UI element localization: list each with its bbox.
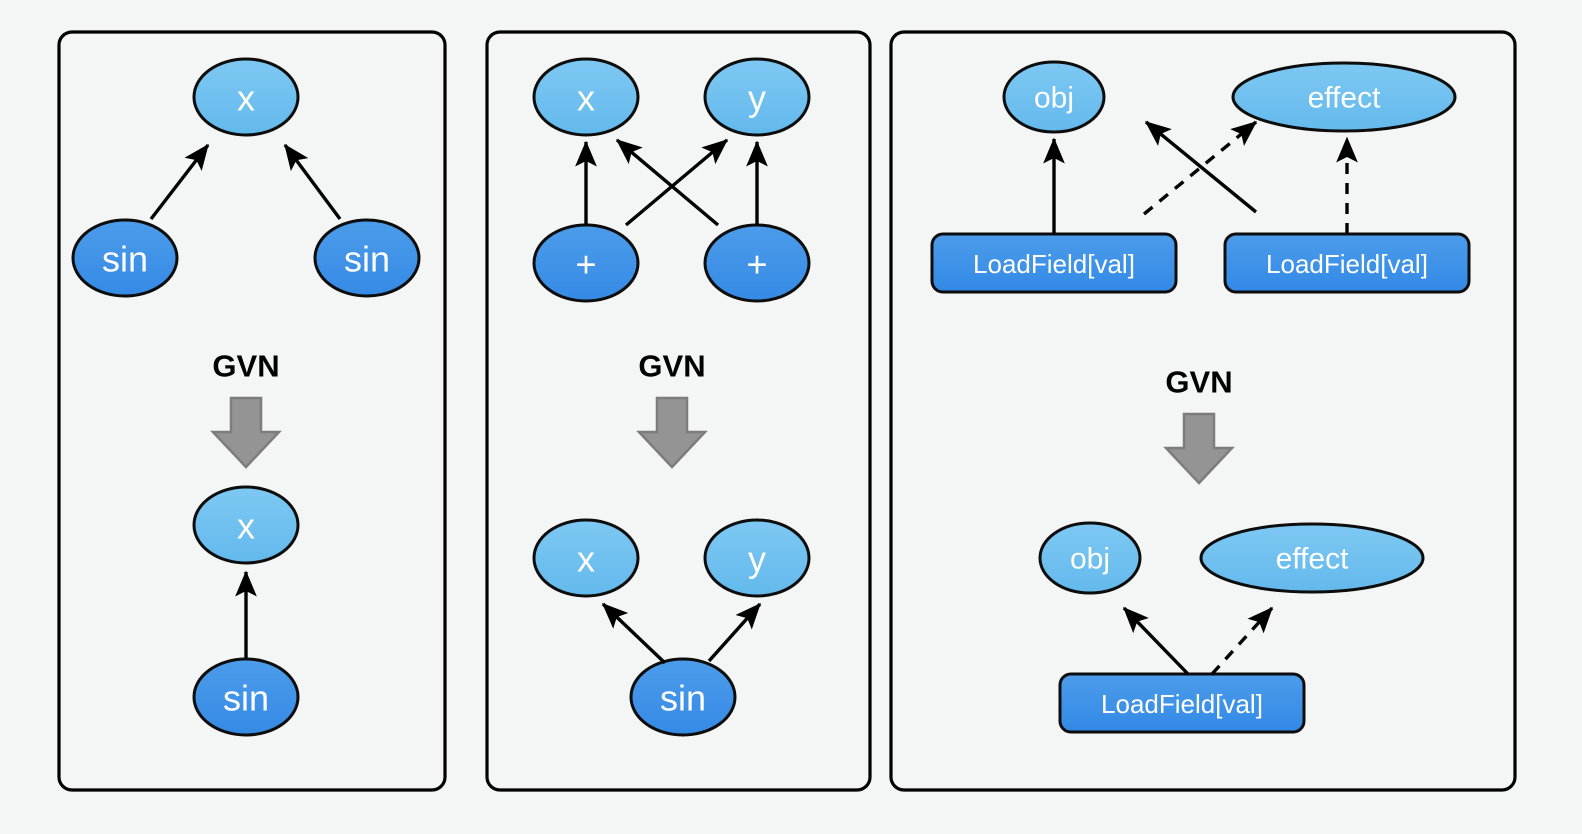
panel-2-transform: GVN — [636, 349, 708, 469]
edge-sin-to-y-result-2 — [707, 602, 762, 663]
node-sin-result-2-label: sin — [660, 678, 706, 719]
node-sin-right[interactable] — [313, 218, 421, 298]
panel-1-after-graph: x sin — [192, 485, 300, 737]
panel-unary-sin: x sin sin GVN x sin — [57, 30, 447, 792]
node-sin-right-label: sin — [344, 239, 390, 280]
node-x-top-2-label: x — [577, 78, 595, 119]
node-effect-top-label: effect — [1308, 82, 1381, 115]
edge-plus-right-to-x — [615, 138, 720, 227]
gvn-arrow-3 — [1163, 412, 1235, 485]
gvn-label-1: GVN — [212, 349, 279, 384]
node-loadfield-result-label: LoadField[val] — [1101, 689, 1263, 719]
node-x-result-2[interactable] — [532, 518, 640, 598]
node-sin-result-label: sin — [223, 678, 269, 719]
gvn-arrow-2 — [636, 396, 708, 469]
node-loadfield-left-label: LoadField[val] — [973, 249, 1135, 279]
node-effect-result[interactable] — [1199, 522, 1425, 594]
gvn-label-2: GVN — [638, 349, 705, 384]
node-y-top-2-label: y — [748, 78, 766, 119]
panel-loadfield: obj effect LoadField[val] LoadField[val]… — [889, 30, 1517, 792]
panel-3-after-graph: obj effect LoadField[val] — [1038, 521, 1425, 734]
node-y-result-2-label: y — [748, 539, 766, 580]
panel-1-before-graph: x sin sin — [71, 57, 421, 298]
edge-sin-right-to-x — [283, 143, 342, 221]
edge-loadfield-right-to-obj — [1144, 120, 1258, 214]
node-y-result-2[interactable] — [703, 518, 811, 598]
node-y-top-2[interactable] — [703, 57, 811, 137]
panel-2-before-graph: x y + + — [532, 57, 811, 303]
node-obj-result-label: obj — [1070, 543, 1110, 576]
node-loadfield-result[interactable] — [1058, 672, 1306, 734]
node-obj-top-label: obj — [1034, 82, 1074, 115]
panel-1-transform: GVN — [210, 349, 282, 469]
panel-3-before-graph: obj effect LoadField[val] LoadField[val] — [930, 60, 1471, 294]
node-x-top-label: x — [237, 78, 255, 119]
node-loadfield-right-label: LoadField[val] — [1266, 249, 1428, 279]
panel-2-after-graph: x y sin — [532, 518, 811, 737]
node-sin-result-2[interactable] — [629, 657, 737, 737]
node-plus-right-label: + — [746, 244, 767, 285]
panel-3-transform: GVN — [1163, 365, 1235, 485]
edge-sin-left-to-x — [149, 143, 210, 221]
gvn-arrow-1 — [210, 396, 282, 469]
node-plus-left-label: + — [575, 244, 596, 285]
node-x-top[interactable] — [192, 57, 300, 137]
node-effect-top[interactable] — [1231, 61, 1457, 133]
node-sin-result[interactable] — [192, 657, 300, 737]
node-obj-top[interactable] — [1002, 60, 1106, 134]
edge-sin-to-x-result-2 — [601, 602, 667, 665]
edge-plus-left-to-y — [624, 138, 729, 227]
node-obj-result[interactable] — [1038, 521, 1142, 595]
panel-3-frame — [889, 30, 1517, 792]
node-x-result-2-label: x — [577, 539, 595, 580]
edge-loadfield-left-to-effect — [1142, 120, 1258, 216]
node-x-result[interactable] — [192, 485, 300, 565]
node-sin-left-label: sin — [102, 239, 148, 280]
panel-binary-plus: x y + + GVN x y sin — [485, 30, 872, 792]
edge-loadfield-to-effect-result — [1210, 606, 1274, 676]
node-x-result-label: x — [237, 506, 255, 547]
node-sin-left[interactable] — [71, 218, 179, 298]
edge-loadfield-to-obj-result — [1122, 606, 1190, 676]
node-x-top-2[interactable] — [532, 57, 640, 137]
gvn-label-3: GVN — [1165, 365, 1232, 400]
node-effect-result-label: effect — [1276, 543, 1349, 576]
